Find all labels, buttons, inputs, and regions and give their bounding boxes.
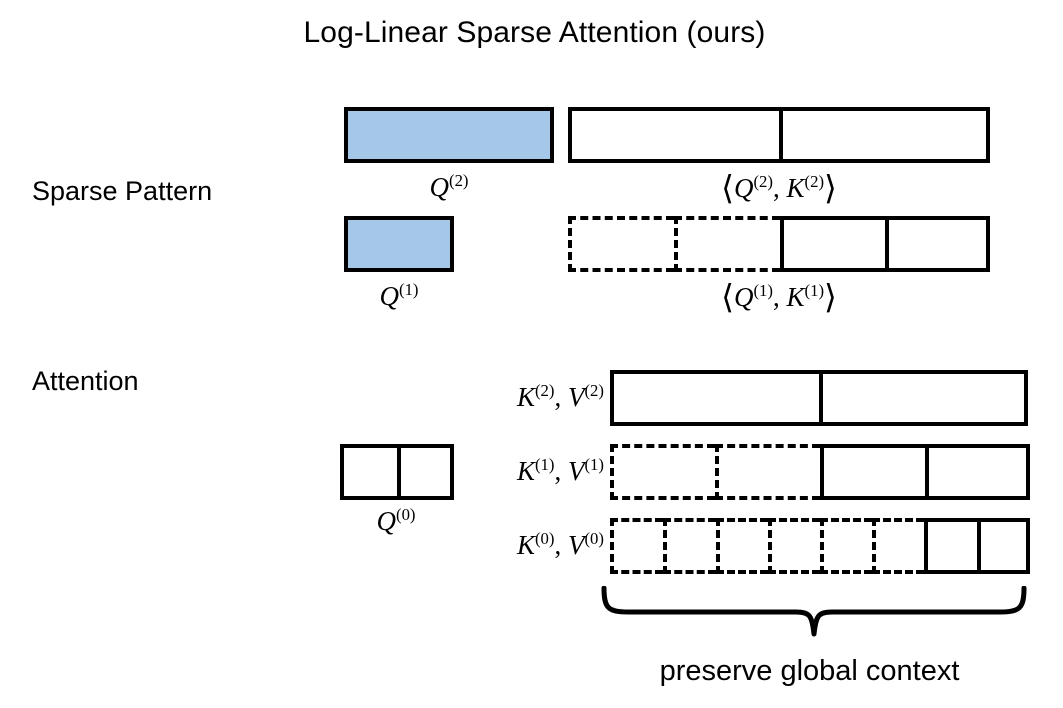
v-superscript: (2) [584, 381, 604, 400]
attention-cell-masked [716, 518, 768, 574]
score-k-superscript: (1) [804, 281, 825, 301]
attention-cell-active [924, 518, 977, 574]
query-symbol: Q [379, 281, 399, 311]
sparse-row-2-query-box [344, 107, 554, 163]
query-superscript: (2) [448, 171, 469, 190]
v-symbol: V [567, 530, 585, 560]
score-q-superscript: (2) [753, 172, 773, 192]
angle-open-icon: ⟨ [721, 168, 734, 207]
kv-separator: , [554, 382, 568, 412]
sparse-row-1-query-box [344, 216, 454, 272]
attention-cell-masked [820, 518, 872, 574]
brace-icon [601, 586, 1027, 637]
query-superscript: (0) [395, 505, 416, 524]
query-superscript: (1) [398, 280, 419, 299]
v-superscript: (1) [584, 455, 604, 474]
attention-query-label: Q(0) [376, 505, 416, 536]
sparse-row-2-query-label: Q(2) [429, 171, 469, 202]
attention-query-cell [340, 444, 397, 500]
attention-query-cell [397, 444, 454, 500]
attention-row-2-kv-cells [610, 370, 1028, 426]
angle-close-icon: ⟩ [824, 277, 837, 316]
brace-caption-text: preserve global context [659, 655, 960, 687]
sparse-cell-light-green [568, 107, 779, 163]
attention-cell-masked [768, 518, 820, 574]
attention-cell-masked [663, 518, 716, 574]
kv-separator: , [554, 530, 568, 560]
attention-cell-masked [872, 518, 924, 574]
brace-caption: preserve global context [0, 655, 1063, 688]
attention-cell-masked [610, 518, 663, 574]
score-k-symbol: K [786, 173, 805, 204]
sparse-cell-dark-green [885, 216, 990, 272]
section-label-attention: Attention [32, 366, 139, 396]
attention-cell-active [977, 518, 1030, 574]
page-title: Log-Linear Sparse Attention (ours) [0, 16, 1063, 50]
score-separator: , [772, 173, 787, 204]
score-q-symbol: Q [733, 282, 754, 313]
sparse-row-1-score-label: ⟨Q(1), K(1)⟩ [721, 280, 837, 314]
attention-cell-active [925, 444, 1030, 500]
k-symbol: K [516, 382, 535, 412]
sparse-row-2-score-cells [568, 107, 990, 163]
attention-row-1-kv-label: K(1), V(1) [516, 455, 604, 486]
v-superscript: (0) [584, 529, 604, 548]
attention-cell-masked [610, 444, 715, 500]
kv-separator: , [554, 456, 568, 486]
attention-row-2-kv-label: K(2), V(2) [516, 381, 604, 412]
attention-row-0-kv-label: K(0), V(0) [516, 529, 604, 560]
attention-row-1-kv-cells [610, 444, 1030, 500]
sparse-cell-dark-green [779, 107, 990, 163]
k-symbol: K [516, 530, 535, 560]
k-symbol: K [516, 456, 535, 486]
query-symbol: Q [429, 172, 449, 202]
k-superscript: (1) [534, 455, 555, 474]
attention-query-cells [340, 444, 454, 500]
score-q-superscript: (1) [753, 281, 773, 301]
query-symbol: Q [376, 506, 396, 536]
attention-cell-masked [715, 444, 820, 500]
v-symbol: V [567, 456, 585, 486]
k-superscript: (2) [534, 381, 555, 400]
section-label-sparse-pattern: Sparse Pattern [32, 176, 213, 206]
attention-row-0-kv-cells [610, 518, 1030, 574]
attention-cell-active [610, 370, 819, 426]
score-separator: , [772, 282, 787, 313]
sparse-row-2-score-label: ⟨Q(2), K(2)⟩ [721, 171, 837, 205]
angle-close-icon: ⟩ [824, 168, 837, 207]
sparse-cell-masked [568, 216, 674, 272]
score-k-superscript: (2) [804, 172, 825, 192]
sparse-cell-light-green [780, 216, 885, 272]
sparse-row-1-score-cells [568, 216, 990, 272]
sparse-cell-masked [674, 216, 780, 272]
sparse-row-1-query-label: Q(1) [379, 280, 419, 311]
k-superscript: (0) [534, 529, 555, 548]
attention-cell-active [820, 444, 925, 500]
attention-cell-active [819, 370, 1028, 426]
v-symbol: V [567, 382, 585, 412]
page-title-text: Log-Linear Sparse Attention (ours) [303, 16, 766, 49]
score-q-symbol: Q [733, 173, 754, 204]
angle-open-icon: ⟨ [721, 277, 734, 316]
score-k-symbol: K [786, 282, 805, 313]
